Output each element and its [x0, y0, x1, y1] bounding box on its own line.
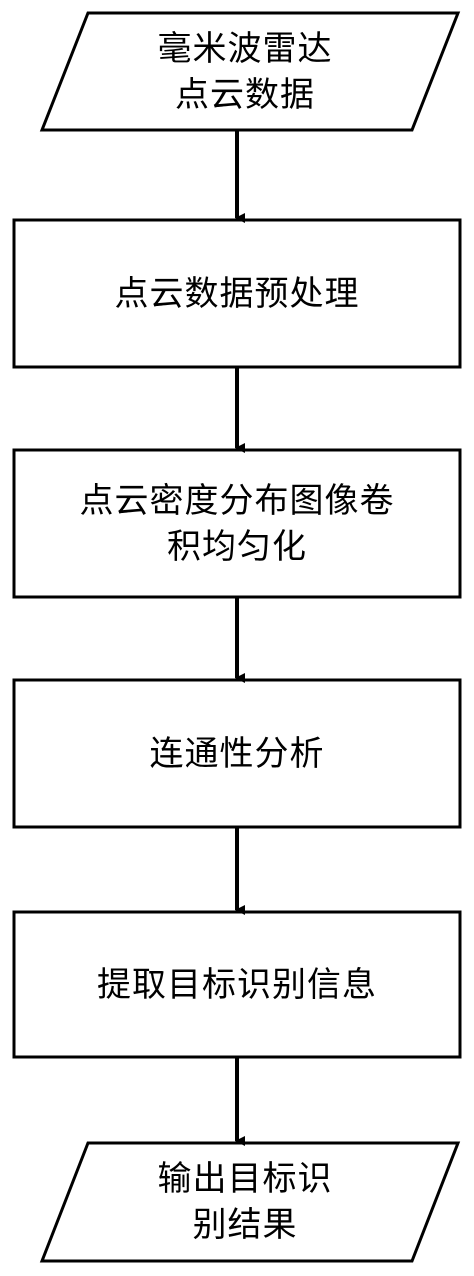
- input-node-line-1: 毫米波雷达: [157, 28, 333, 69]
- input-node-line-2: 点云数据: [175, 74, 315, 115]
- output-node-line-2: 别结果: [192, 1205, 298, 1245]
- input-node-shape: [39, 11, 461, 132]
- output-node-shape: [39, 1141, 461, 1263]
- convolution-node-line-1: 点云密度分布图像卷: [79, 480, 395, 521]
- input-node-label: 毫米波雷达 点云数据: [60, 13, 430, 130]
- connectivity-node-shape: [12, 678, 462, 829]
- convolution-node-label: 点云密度分布图像卷 积均匀化: [14, 450, 460, 597]
- extract-node-label: 提取目标识别信息: [14, 912, 460, 1057]
- connectivity-node-line-1: 连通性分析: [149, 733, 325, 774]
- extract-node-line-1: 提取目标识别信息: [97, 964, 377, 1005]
- connectivity-node-label: 连通性分析: [14, 680, 460, 827]
- convolution-node-shape: [12, 448, 462, 599]
- preprocess-node-label: 点云数据预处理: [14, 220, 460, 367]
- preprocess-node-shape: [12, 218, 462, 369]
- output-node-line-1: 输出目标识: [157, 1159, 333, 1199]
- output-node-label: 输出目标识 别结果: [60, 1143, 430, 1261]
- extract-node-shape: [12, 910, 462, 1059]
- preprocess-node-line-1: 点云数据预处理: [114, 273, 360, 314]
- convolution-node-line-2: 积均匀化: [167, 526, 307, 567]
